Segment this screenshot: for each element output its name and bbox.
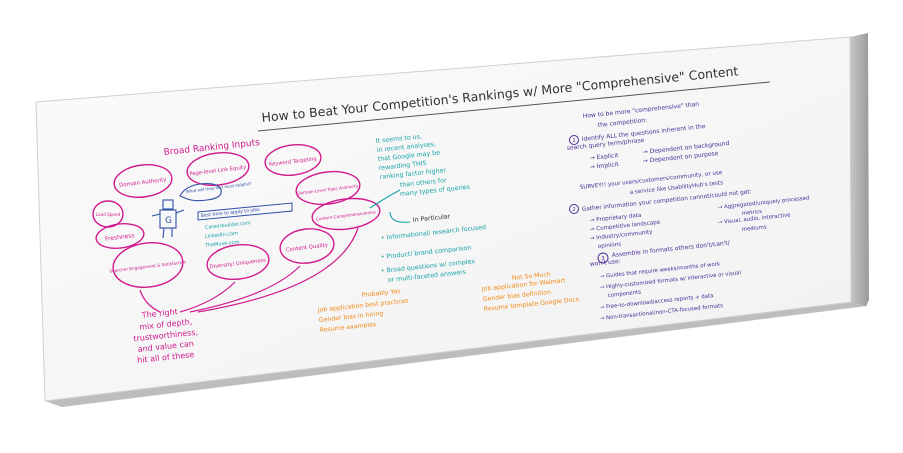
robot-g-label: G [165, 216, 172, 226]
label-domain-authority: Domain Authority [119, 177, 168, 189]
step-number-2: 2 [572, 207, 576, 213]
probably-yes-heading: Probably Yes [361, 288, 400, 299]
step2-right-4: mediums [742, 224, 768, 233]
title-underline [257, 81, 771, 132]
step-number-labels: 1 2 3 [572, 138, 605, 262]
bubble-domain-authority [113, 164, 173, 198]
result-links: Careerbuilder.com LinkedIn.com TheMuse.c… [204, 220, 251, 249]
bubble-content-quality [279, 228, 335, 264]
conclusion-line-1: The right [140, 307, 178, 320]
label-content-quality: Content Quality [285, 242, 329, 253]
label-freshness: Freshness [105, 232, 135, 243]
step-number-3: 3 [601, 256, 605, 262]
bubble-page-link-equity [186, 151, 250, 187]
bubble-content-comprehensiveness [311, 197, 381, 231]
bubble-keyword-targeting [264, 144, 322, 176]
bubble-diversity [206, 244, 270, 280]
step2-left-4: opinions [598, 242, 622, 250]
result-1: Careerbuilder.com [205, 220, 251, 231]
step1-explicit: → Explicit [589, 152, 619, 162]
result-2: LinkedIn.com [205, 231, 239, 240]
note-line-6: than others for [399, 177, 447, 189]
note-line-1: It seems to us, [375, 133, 422, 145]
bubble-topic-authority [295, 170, 361, 206]
label-keyword-targeting: Keyword Targeting [269, 156, 317, 168]
note-line-4: rewarding THIS [378, 160, 426, 172]
in-particular-arrow [389, 211, 411, 223]
bubble-load-speed [92, 200, 124, 228]
whiteboard-face [35, 36, 852, 402]
step1-implicit: → Implicit [589, 161, 619, 171]
in-particular-heading: In Particular [412, 213, 451, 224]
note-arrow [369, 189, 401, 209]
board-bottom-edge [45, 300, 867, 407]
not-so-much-heading: Not So Much [511, 271, 551, 282]
label-load-speed: Load Speed [96, 212, 121, 217]
search-box [197, 202, 293, 221]
step3-item-2b: components [608, 290, 642, 299]
conclusion-arrows [139, 227, 359, 313]
google-robot [151, 183, 222, 239]
bubble-searcher-engagement [112, 242, 184, 288]
board-right-edge [850, 33, 869, 306]
step-number-1: 1 [572, 138, 576, 144]
step-numbers [569, 135, 609, 264]
step2-left-1: → Proprietary data [590, 213, 642, 224]
ranking-inputs-section [92, 144, 381, 288]
result-3: TheMuse.com [204, 239, 240, 249]
step2-right-2: metrics [742, 209, 763, 217]
